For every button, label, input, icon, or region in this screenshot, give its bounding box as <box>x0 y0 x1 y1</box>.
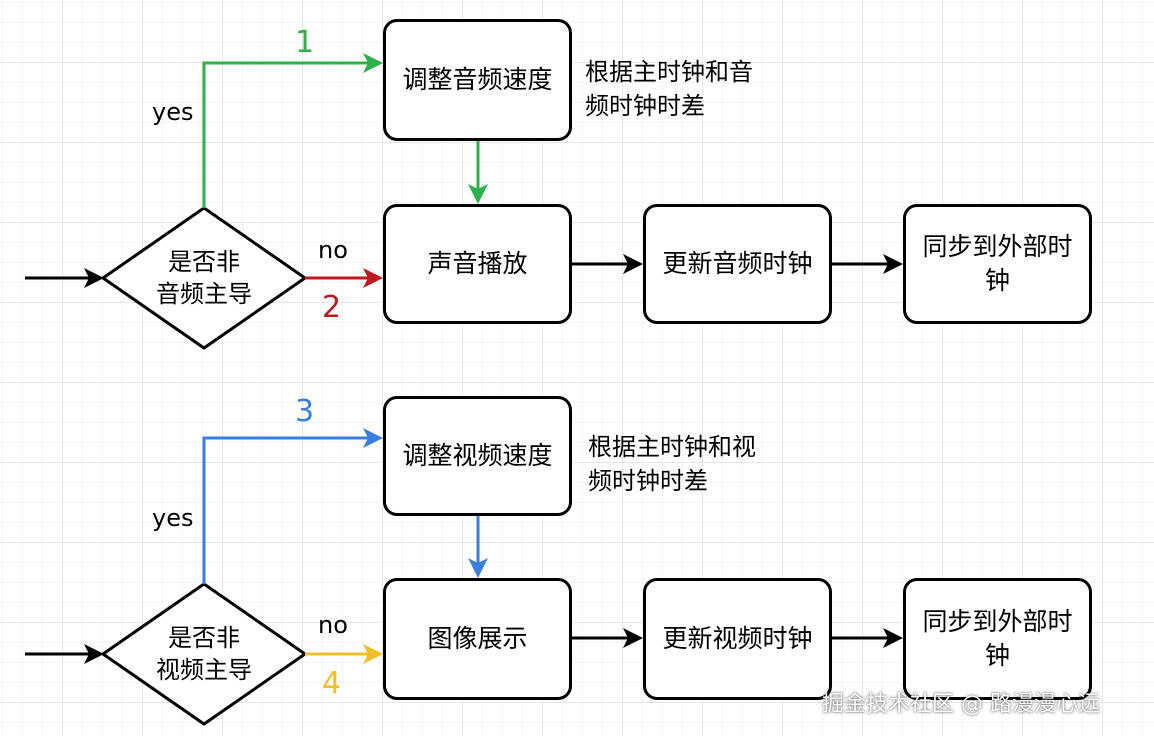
top-yes-number: 1 <box>295 25 315 60</box>
bottom-decision-line-2: 视频主导 <box>156 656 252 685</box>
top-decision-line-2: 音频主导 <box>156 280 252 309</box>
bottom-sync-label: 同步到外部时 钟 <box>922 607 1073 670</box>
bottom-adjust-box: 调整视频速度 <box>383 396 572 516</box>
bottom-no-arrow <box>305 644 383 664</box>
top-yes-label: yes <box>152 98 194 126</box>
top-no-label: no <box>318 236 348 264</box>
top-sync-box: 同步到外部时 钟 <box>903 204 1092 324</box>
bottom-update-to-sync-arrow <box>832 628 903 648</box>
top-entry-arrow <box>25 268 104 288</box>
bottom-entry-arrow <box>25 644 104 664</box>
bottom-adjust-to-play-arrow <box>468 516 488 578</box>
bottom-sync-box: 同步到外部时 钟 <box>903 578 1092 700</box>
top-yes-arrow <box>202 53 383 208</box>
top-no-arrow <box>305 268 383 288</box>
bottom-yes-number: 3 <box>295 394 315 429</box>
bottom-decision-diamond <box>100 582 308 726</box>
top-update-to-sync-arrow <box>832 254 903 274</box>
bottom-decision-text: 是否非 视频主导 <box>134 622 274 687</box>
top-update-label: 更新音频时钟 <box>662 249 813 279</box>
bottom-no-number: 4 <box>322 666 342 701</box>
top-play-to-update-arrow <box>572 254 643 274</box>
top-decision-line-1: 是否非 <box>168 248 240 276</box>
top-play-box: 声音播放 <box>383 204 572 324</box>
bottom-no-label: no <box>318 611 348 639</box>
bottom-adjust-label: 调整视频速度 <box>402 441 553 471</box>
bottom-update-box: 更新视频时钟 <box>643 578 832 700</box>
bottom-decision-line-1: 是否非 <box>168 624 240 652</box>
bottom-yes-arrow <box>202 428 383 584</box>
bottom-update-label: 更新视频时钟 <box>662 624 813 654</box>
top-note: 根据主时钟和音 频时钟时差 <box>585 58 753 120</box>
top-no-number: 2 <box>322 290 342 325</box>
top-adjust-label: 调整音频速度 <box>402 65 553 95</box>
bottom-play-to-update-arrow <box>572 628 643 648</box>
top-sync-label: 同步到外部时 钟 <box>922 232 1073 295</box>
watermark: 掘金技术社区 @ 路漫漫心远 <box>822 692 1100 717</box>
bottom-yes-label: yes <box>152 504 194 532</box>
top-decision-text: 是否非 音频主导 <box>134 246 274 311</box>
top-play-label: 声音播放 <box>427 249 528 279</box>
top-update-box: 更新音频时钟 <box>643 204 832 324</box>
bottom-note: 根据主时钟和视 频时钟时差 <box>588 433 756 495</box>
top-adjust-to-play-arrow <box>468 140 488 204</box>
bottom-play-box: 图像展示 <box>383 578 572 700</box>
top-decision-diamond <box>100 206 308 350</box>
top-adjust-box: 调整音频速度 <box>383 19 572 141</box>
bottom-play-label: 图像展示 <box>427 624 528 654</box>
